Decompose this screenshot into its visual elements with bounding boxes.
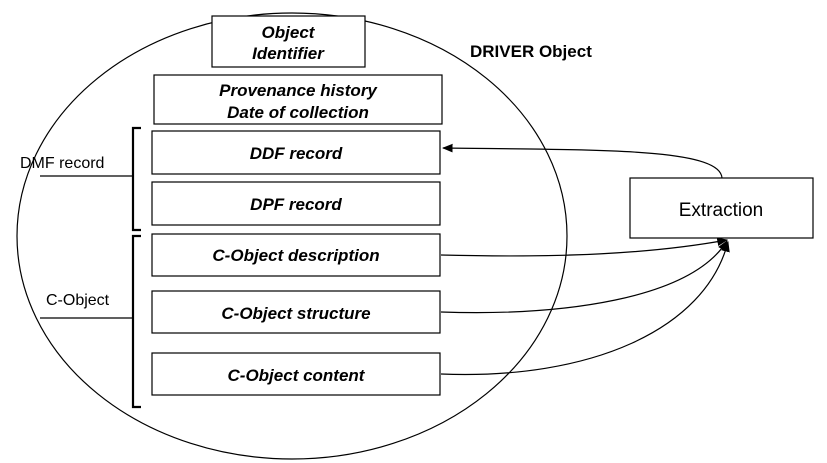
c-object-structure-box: C-Object structure: [151, 290, 441, 334]
c-object-structure-label: C-Object structure: [221, 304, 370, 323]
extraction-label: Extraction: [679, 200, 763, 221]
description-to-extraction-arrow: [440, 237, 729, 257]
c-object-content-box: C-Object content: [151, 352, 441, 396]
c-object-label: C-Object: [46, 292, 110, 309]
content-to-extraction-arrow: [440, 240, 730, 376]
dpf-record-box: DPF record: [151, 181, 441, 226]
structure-to-extraction-arrow: [440, 240, 728, 314]
c-object-description-box: C-Object description: [151, 233, 441, 277]
provenance-box: Provenance history Date of collection: [153, 74, 443, 125]
extraction-box: Extraction: [629, 177, 814, 239]
extraction-to-ddf-arrow: [441, 143, 723, 179]
c-object-content-label: C-Object content: [228, 366, 366, 385]
dmf-record-label: DMF record: [20, 155, 104, 172]
object-identifier-line1: Object: [262, 23, 316, 42]
ddf-record-box: DDF record: [151, 130, 441, 175]
dpf-record-label: DPF record: [250, 195, 342, 214]
c-object-description-label: C-Object description: [212, 246, 379, 265]
driver-object-ellipse: [16, 12, 568, 460]
provenance-line2: Date of collection: [227, 103, 369, 122]
object-identifier-box: Object Identifier: [211, 15, 366, 68]
dmf-record-bracket: [131, 126, 141, 232]
object-identifier-line2: Identifier: [252, 44, 325, 63]
ddf-record-label: DDF record: [250, 144, 343, 163]
c-object-bracket: [131, 234, 141, 409]
driver-object-title: DRIVER Object: [470, 42, 592, 61]
provenance-line1: Provenance history: [219, 81, 378, 100]
